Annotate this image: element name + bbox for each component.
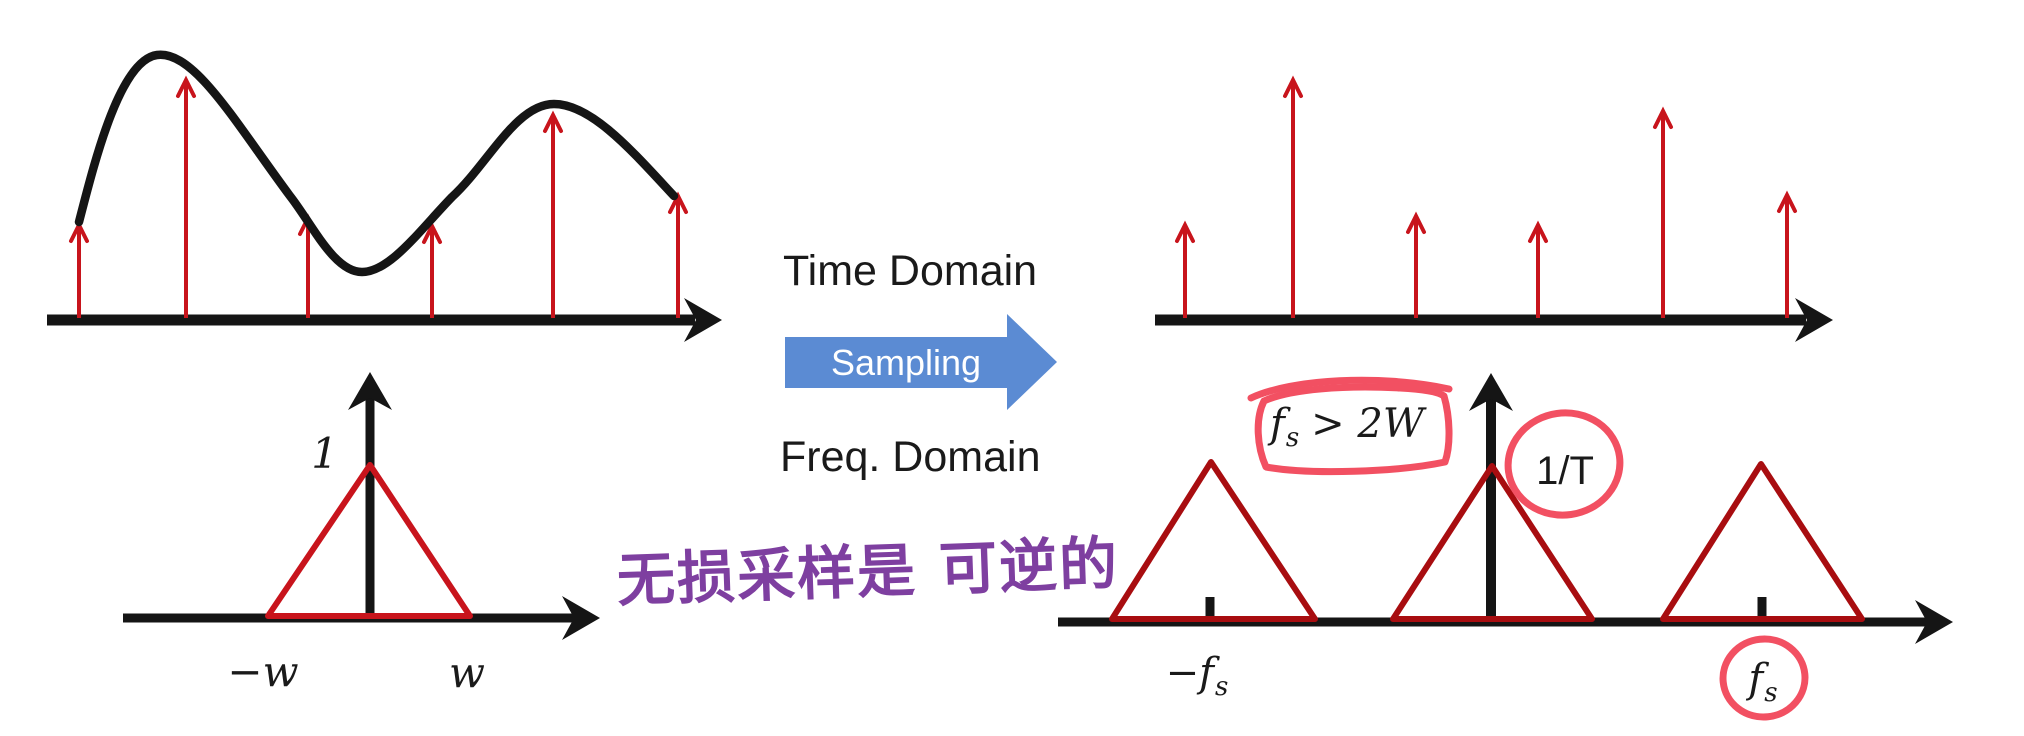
fs-hand-circle — [1719, 635, 1809, 721]
spectrum-replica-center — [1390, 463, 1595, 622]
freq-domain-label: Freq. Domain — [780, 433, 1040, 481]
freq-domain-sampled-plot: −fs fs 1/T fs> 2W — [1058, 373, 1953, 721]
sample-stem-arrowhead-icon — [1283, 75, 1303, 98]
time-domain-sampled-plot — [1155, 75, 1833, 342]
neg-w-label: −w — [227, 647, 298, 696]
freq-domain-original-plot: 1 −w w — [123, 372, 600, 697]
peak-amplitude-label: 1 — [311, 429, 338, 478]
spectrum-replica-right — [1660, 461, 1865, 622]
w-label: w — [449, 648, 485, 697]
condition-rest: > 2W — [1311, 401, 1427, 447]
sample-stem-arrowhead-icon — [1406, 211, 1426, 234]
freq-axis-arrowhead-icon — [562, 596, 600, 640]
sample-stem-arrowhead-icon — [1653, 106, 1673, 129]
condition-hand-box-topstroke — [1247, 376, 1453, 402]
sample-stem-arrowhead-icon — [543, 110, 563, 133]
baseband-spectrum-triangle — [265, 462, 473, 619]
sample-stem-arrowhead-icon — [1175, 220, 1195, 243]
fs-subscript: s — [1764, 678, 1777, 708]
sampled-freq-axis-arrowhead-icon — [1915, 600, 1953, 644]
sample-stem-arrowhead-icon — [1528, 220, 1548, 243]
sample-stem-arrowhead-icon — [176, 75, 196, 98]
sampling-label: Sampling — [831, 342, 981, 383]
continuous-signal-curve — [74, 50, 679, 277]
sampling-annotation-block: Time Domain Sampling Freq. Domain 无损采样是 … — [616, 247, 1120, 615]
neg-fs-main: −f — [1166, 650, 1221, 696]
sample-stem-arrowhead-icon — [422, 221, 442, 244]
fs-label: fs — [1745, 656, 1777, 708]
sample-stems-sampled — [1175, 75, 1797, 318]
one-over-T-label: 1/T — [1536, 449, 1594, 493]
neg-fs-subscript: s — [1215, 672, 1228, 702]
time-domain-label: Time Domain — [783, 247, 1037, 295]
sample-stem-arrowhead-icon — [1777, 190, 1797, 213]
time-axis-arrowhead-icon — [684, 298, 722, 342]
sampled-amplitude-axis-arrowhead-icon — [1469, 373, 1513, 411]
condition-subscript: s — [1286, 423, 1299, 453]
spectrum-replica-left — [1109, 459, 1318, 622]
time-domain-continuous-plot — [47, 50, 722, 342]
neg-fs-label: −fs — [1166, 650, 1229, 702]
nyquist-condition-label: fs> 2W — [1267, 401, 1427, 453]
handwritten-note: 无损采样是 可逆的 — [616, 529, 1120, 614]
one-over-T-hand-circle — [1504, 409, 1624, 519]
sampling-arrow-icon — [785, 314, 1057, 410]
amplitude-axis-arrowhead-icon — [348, 372, 392, 410]
condition-hand-box — [1254, 383, 1453, 476]
sampled-time-axis-arrowhead-icon — [1795, 298, 1833, 342]
